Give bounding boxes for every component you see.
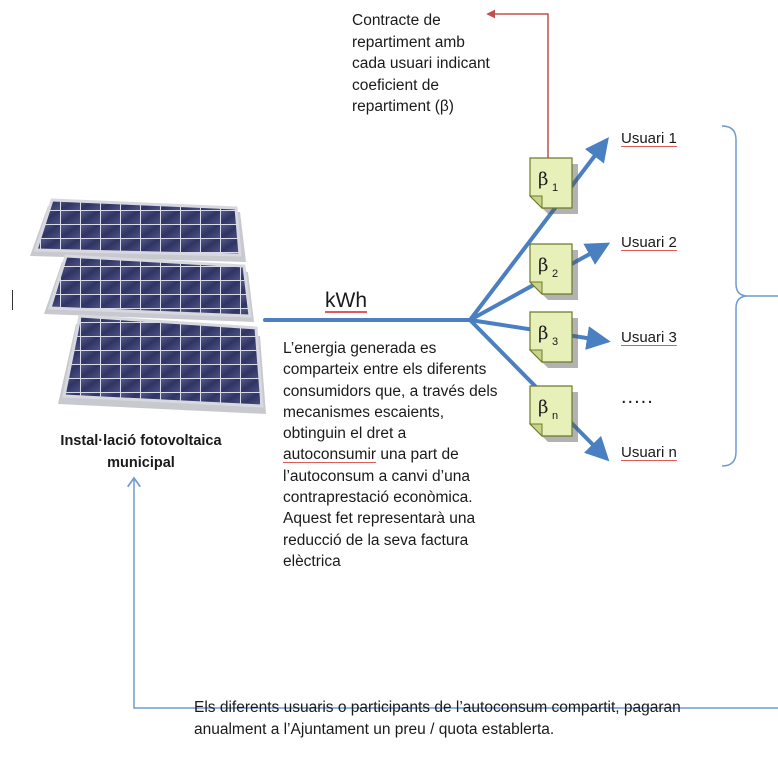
beta-subscript-n: n [552,410,558,422]
user-n-label: Usuari n [621,444,677,461]
description-line: contraprestació econòmica. [283,489,473,507]
description-line: mecanismes escaients, [283,403,445,421]
installation-label-line: Instal·lació fotovoltaica [60,433,222,449]
user-1-label: Usuari 1 [621,130,677,147]
branch-user-1 [468,137,609,322]
contract-arrow [486,9,549,160]
description-line: autoconsumir una part de [283,444,528,465]
solar-panel-front [58,314,266,414]
solar-panel-back [30,198,246,262]
beta-note-3: β 3 [528,311,578,368]
beta-note-2: β 2 [528,243,578,300]
user-2-label: Usuari 2 [621,234,677,251]
energy-unit-label: kWh [325,289,367,312]
text-cursor-mark [12,290,13,310]
description-line: consumidors que, a través dels [283,382,498,400]
energy-sharing-description: L’energia generada es comparteix entre e… [283,338,528,572]
footer-line: anualment a l’Ajuntament un preu / quota… [194,720,555,738]
contract-note: Contracte de repartiment amb cada usuari… [352,10,572,118]
solar-panel-middle [44,254,254,322]
description-line-rest: una part de [376,446,459,464]
installation-label: Instal·lació fotovoltaica municipal [30,430,252,474]
contract-note-line: repartiment amb [352,33,465,51]
description-line: l’autoconsum a canvi d’una [283,467,470,485]
contract-note-line: coeficient de [352,76,440,94]
description-line: L’energia generada es [283,340,437,357]
beta-symbol-3: β [538,323,548,344]
more-users-ellipsis: ..... [621,386,654,408]
beta-symbol-2: β [538,255,548,276]
beta-note-1: β 1 [528,157,578,214]
footer-line: Els diferents usuaris o participants de … [194,699,681,716]
beta-symbol-1: β [538,169,548,190]
description-line: elèctrica [283,552,341,570]
contract-note-line: cada usuari indicant [352,55,490,72]
beta-note-n: β n [528,385,578,442]
user-3-label: Usuari 3 [621,329,677,346]
contract-note-line: repartiment (β) [352,98,454,115]
payment-feedback-arrow [127,476,778,709]
beta-symbol-n: β [538,397,548,418]
description-line: obtinguin el dret a [283,425,407,443]
contract-note-line: Contracte de [352,12,441,29]
description-underlined-word: autoconsumir [283,446,377,464]
installation-label-line: municipal [107,455,175,471]
beta-subscript-1: 1 [552,182,558,194]
description-line: Aquest fet representarà una [283,510,476,528]
description-line: comparteix entre els diferents [283,361,487,379]
payment-footer-text: Els diferents usuaris o participants de … [194,697,774,740]
beta-subscript-3: 3 [552,336,558,348]
solar-panel-icon [30,198,266,414]
users-brace [721,125,749,467]
description-line: reducció de la seva factura [283,531,469,549]
beta-subscript-2: 2 [552,268,558,280]
